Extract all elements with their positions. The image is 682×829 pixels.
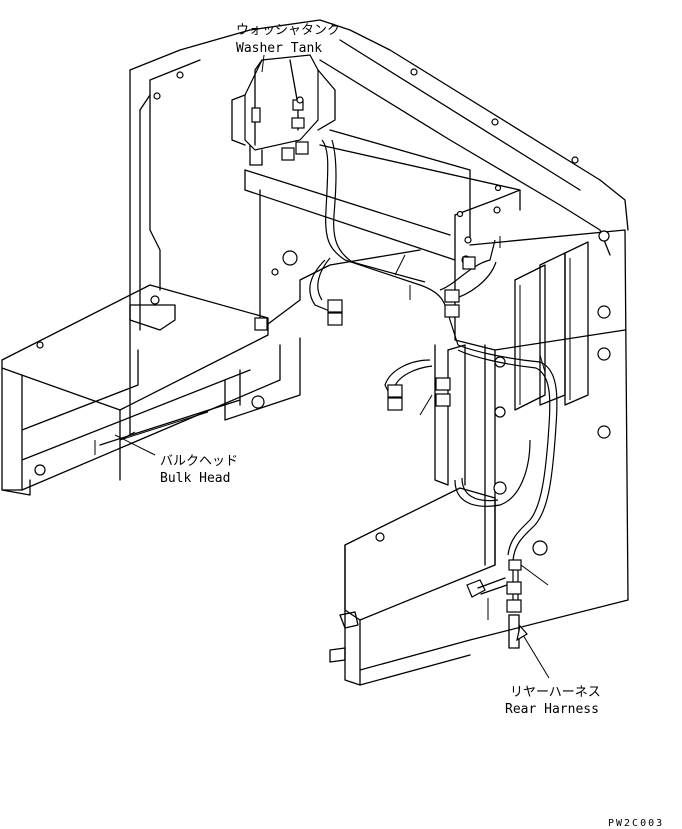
bulk-head-structure [1,284,301,496]
bulk-head-label-en: Bulk Head [160,471,230,486]
washer-tank-label-jp: ウォッシャタンク [236,23,340,38]
rear-harness-wiring [254,139,558,561]
left-post [129,29,251,436]
rear-harness-connector [466,540,549,649]
bulk-head-label-jp: バルクヘッド [160,454,238,469]
washer-tank-label-en: Washer Tank [236,41,322,56]
leader-lines [114,54,550,679]
rear-harness-label-en: Rear Harness [505,702,599,717]
rear-harness-label-jp: リヤーハーネス [510,685,601,700]
washer-tank [231,54,336,166]
drawing-code: PW2C003 [608,818,664,829]
